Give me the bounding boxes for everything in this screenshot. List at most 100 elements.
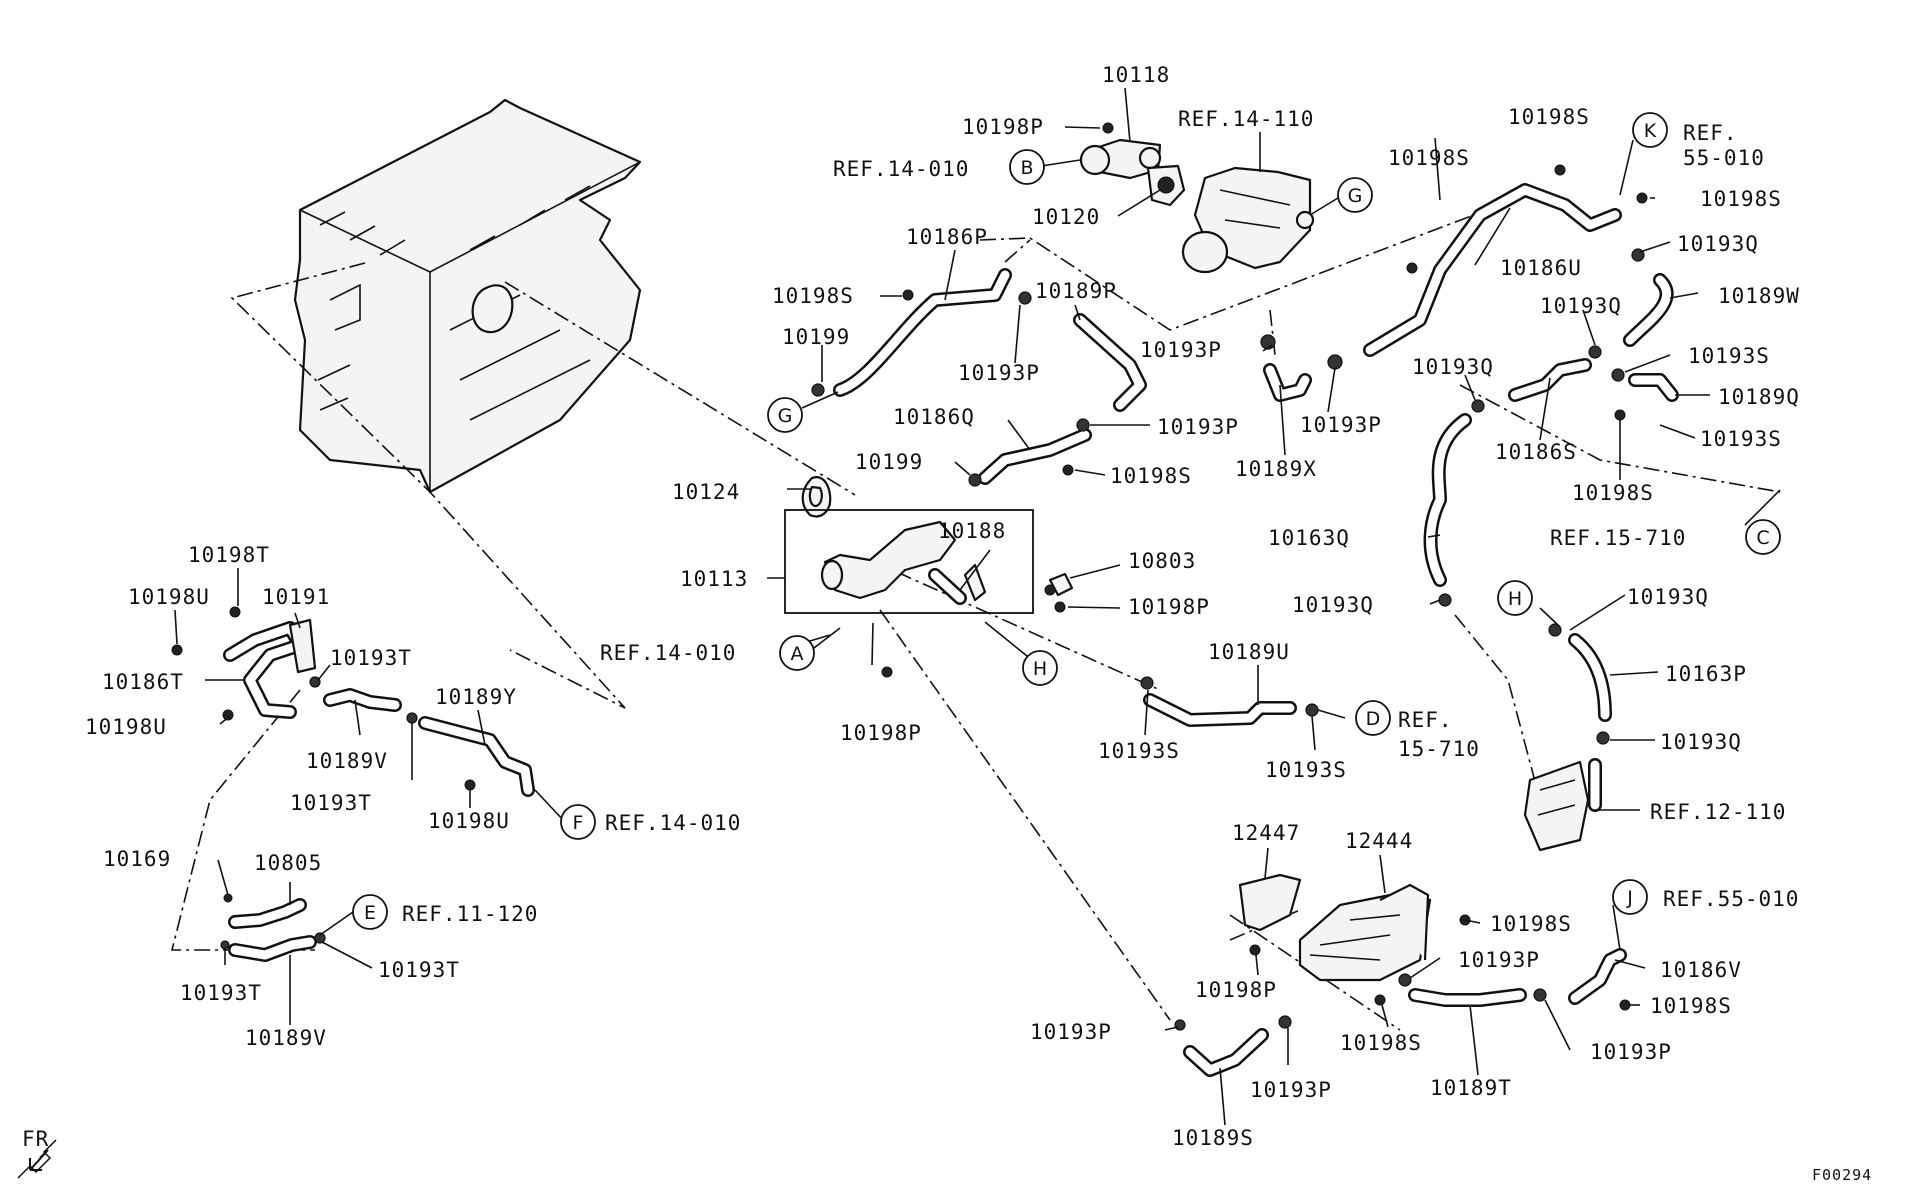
label-10198U-c: 10198U bbox=[428, 809, 510, 833]
label-10193P-c: 10193P bbox=[1140, 338, 1222, 362]
bracket-12447 bbox=[1238, 873, 1302, 932]
label-ref-14-010-a: REF.14-010 bbox=[600, 641, 736, 665]
label-10193Q-c: 10193Q bbox=[1412, 355, 1494, 379]
svg-text:E: E bbox=[364, 902, 376, 924]
label-10189T: 10189T bbox=[1430, 1076, 1512, 1100]
fr-label: FR bbox=[22, 1127, 49, 1151]
label-ref-55-010-k-1: REF. bbox=[1683, 121, 1738, 145]
svg-text:J: J bbox=[1626, 887, 1633, 909]
label-10193P-f: 10193P bbox=[1590, 1040, 1672, 1064]
hose-10163P bbox=[1568, 633, 1612, 722]
label-10189Y: 10189Y bbox=[435, 685, 517, 709]
svg-text:F: F bbox=[573, 812, 584, 834]
assembly-box bbox=[784, 509, 1034, 614]
label-10163Q: 10163Q bbox=[1268, 526, 1350, 550]
pipe-10189Y bbox=[418, 716, 535, 797]
front-direction-indicator: FR bbox=[17, 1127, 57, 1179]
label-10198P-d: 10198P bbox=[1195, 978, 1277, 1002]
label-10124: 10124 bbox=[672, 480, 740, 504]
label-10193T-c: 10193T bbox=[378, 958, 460, 982]
label-10193Q-d: 10193Q bbox=[1292, 593, 1374, 617]
svg-text:H: H bbox=[1033, 658, 1047, 680]
label-10198S-h: 10198S bbox=[1340, 1031, 1422, 1055]
sensor-10803 bbox=[1044, 572, 1074, 597]
pipe-10186T bbox=[223, 618, 317, 719]
water-pump-ref-14-110 bbox=[1181, 166, 1315, 274]
callout-C-lead bbox=[1744, 489, 1781, 526]
label-10198S-e: 10198S bbox=[1700, 187, 1782, 211]
label-ref-15-710-d-2: 15-710 bbox=[1398, 737, 1480, 761]
label-10193T-b: 10193T bbox=[290, 791, 372, 815]
label-ref-15-710-d-1: REF. bbox=[1398, 708, 1453, 732]
label-10193P-e: 10193P bbox=[1458, 948, 1540, 972]
label-10189W: 10189W bbox=[1718, 284, 1800, 308]
thermostat-10120 bbox=[1146, 164, 1186, 207]
callout-H2: H bbox=[1497, 580, 1533, 616]
leader-lines bbox=[174, 87, 1710, 1126]
label-10198T: 10198T bbox=[188, 543, 270, 567]
label-10188: 10188 bbox=[938, 519, 1006, 543]
callout-H1: H bbox=[1022, 650, 1058, 686]
hose-10189U bbox=[1143, 693, 1297, 727]
callout-F: F bbox=[560, 804, 596, 840]
callout-D: D bbox=[1355, 700, 1391, 736]
label-10199-b: 10199 bbox=[855, 450, 923, 474]
svg-text:H: H bbox=[1508, 588, 1522, 610]
label-10193S-c: 10193S bbox=[1098, 739, 1180, 763]
label-10186Q: 10186Q bbox=[893, 405, 975, 429]
label-10198S-i: 10198S bbox=[1650, 994, 1732, 1018]
label-10189S: 10189S bbox=[1172, 1126, 1254, 1150]
clamps bbox=[220, 248, 1645, 1031]
hose-10186P bbox=[833, 268, 1012, 397]
label-10198S-d: 10198S bbox=[1388, 146, 1470, 170]
label-10198S-b: 10198S bbox=[1110, 464, 1192, 488]
label-10193Q-a: 10193Q bbox=[1677, 232, 1759, 256]
svg-text:A: A bbox=[791, 643, 804, 665]
label-10198P-a: 10198P bbox=[962, 115, 1044, 139]
callout-A-lead bbox=[813, 627, 841, 649]
label-10193P-d: 10193P bbox=[1300, 413, 1382, 437]
label-10189V-b: 10189V bbox=[245, 1026, 327, 1050]
water-outlet-10113 bbox=[820, 520, 987, 602]
label-10198U-b: 10198U bbox=[85, 715, 167, 739]
callout-H1-lead bbox=[984, 621, 1028, 657]
callout-B: B bbox=[1009, 149, 1045, 185]
label-10193P-a: 10193P bbox=[958, 361, 1040, 385]
label-10189V-a: 10189V bbox=[306, 749, 388, 773]
svg-text:D: D bbox=[1366, 708, 1381, 730]
svg-text:G: G bbox=[778, 405, 793, 427]
label-10163P: 10163P bbox=[1665, 662, 1747, 686]
pipe-10186Q bbox=[978, 428, 1092, 485]
hose-10163Q bbox=[1423, 413, 1472, 587]
label-10186T: 10186T bbox=[102, 670, 184, 694]
label-10198P-b: 10198P bbox=[1128, 595, 1210, 619]
hose-10189Q bbox=[1628, 373, 1679, 402]
callout-G1: G bbox=[1337, 177, 1373, 213]
label-12447: 12447 bbox=[1232, 821, 1300, 845]
label-10805: 10805 bbox=[254, 851, 322, 875]
label-10189P: 10189P bbox=[1035, 279, 1117, 303]
engine-gasket-port bbox=[471, 284, 514, 334]
hose-10189P bbox=[1073, 313, 1147, 412]
label-10186S: 10186S bbox=[1495, 440, 1577, 464]
hose-10189W bbox=[1623, 273, 1674, 347]
label-10113: 10113 bbox=[680, 567, 748, 591]
label-10189U: 10189U bbox=[1208, 640, 1290, 664]
svg-text:B: B bbox=[1020, 157, 1033, 179]
label-10198U-a: 10198U bbox=[128, 585, 210, 609]
engine-block bbox=[293, 98, 642, 494]
callout-G1-lead bbox=[1309, 197, 1339, 216]
hose-10189V-upper bbox=[323, 688, 402, 712]
label-10198P-c: 10198P bbox=[840, 721, 922, 745]
label-ref-14-110: REF.14-110 bbox=[1178, 107, 1314, 131]
gasket-10124 bbox=[801, 476, 832, 518]
label-ref-12-110: REF.12-110 bbox=[1650, 800, 1786, 824]
label-10193T-d: 10193T bbox=[180, 981, 262, 1005]
label-ref-55-010-j: REF.55-010 bbox=[1663, 887, 1799, 911]
callout-G2-lead bbox=[801, 391, 839, 409]
callout-K: K bbox=[1632, 112, 1668, 148]
arrow-icon bbox=[29, 1149, 49, 1171]
label-10193P-h: 10193P bbox=[1030, 1020, 1112, 1044]
label-10169: 10169 bbox=[103, 847, 171, 871]
